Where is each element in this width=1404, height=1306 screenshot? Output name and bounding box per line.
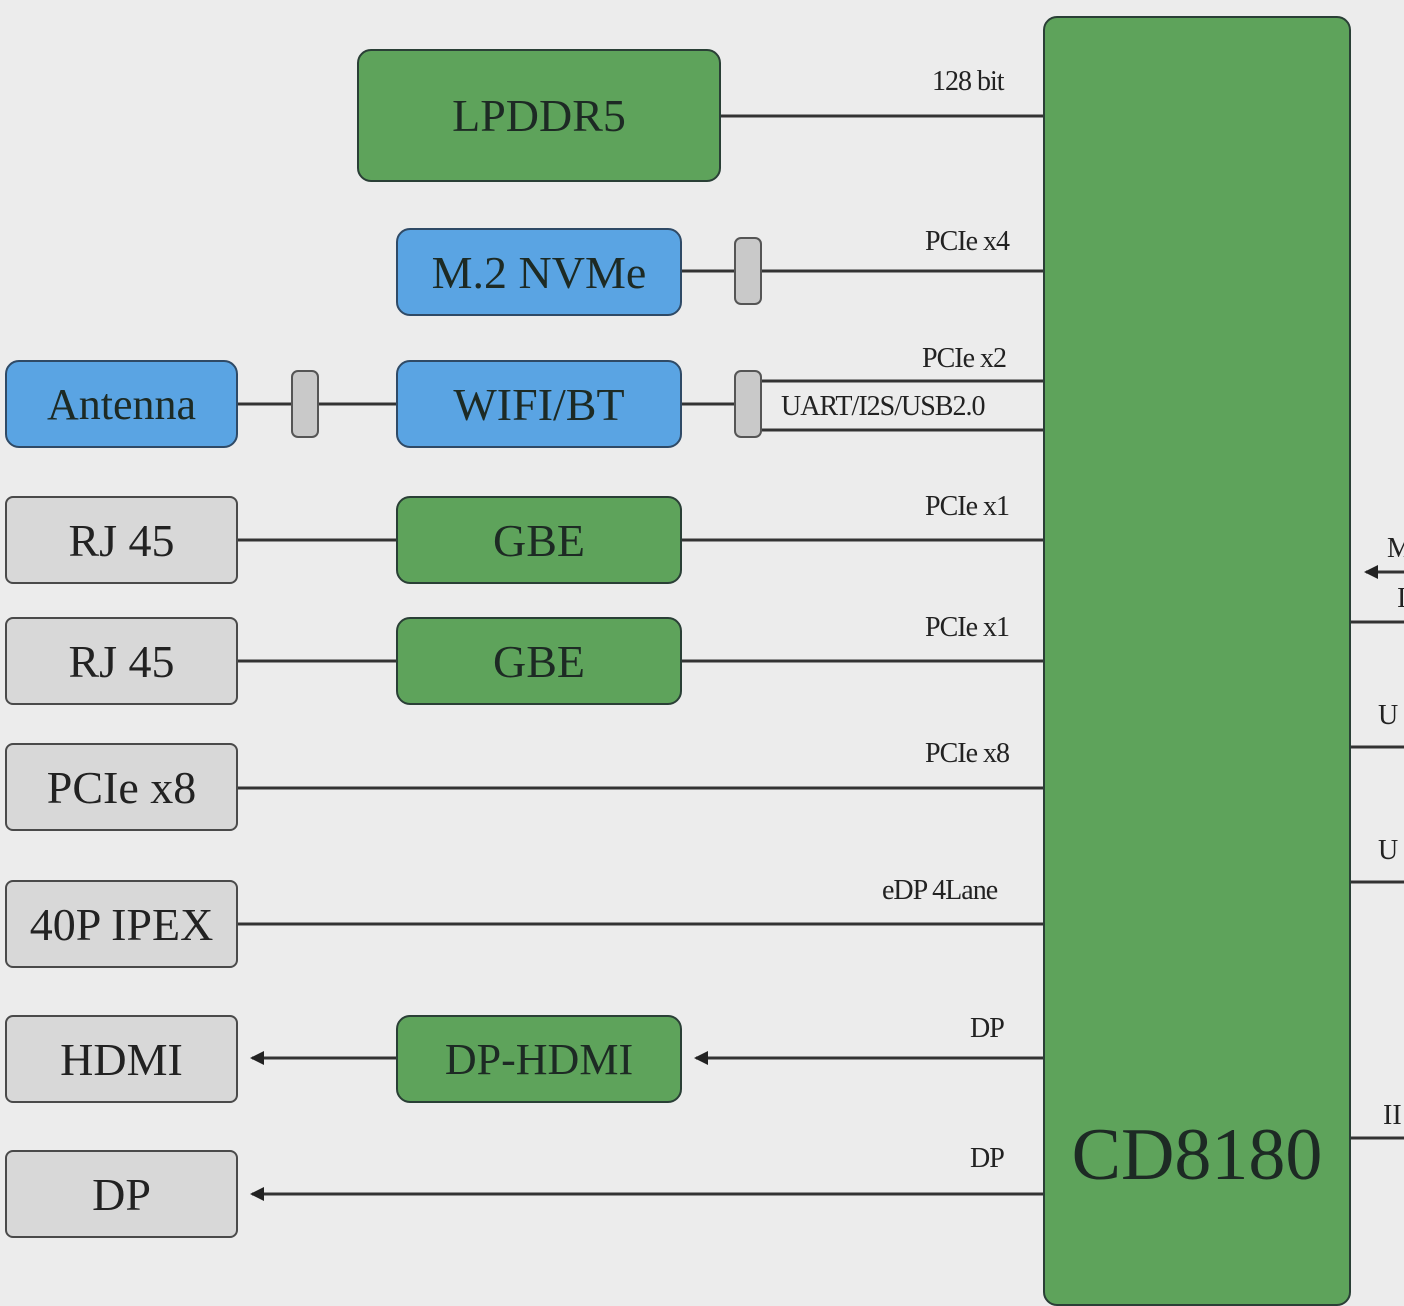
gbe-block-2: GBE <box>396 617 682 705</box>
link-label-gbe-1: PCIe x1 <box>925 491 1010 522</box>
antenna-block: Antenna <box>5 360 238 448</box>
link-label-dp-hdmi: DP <box>970 1013 1005 1044</box>
lpddr5-block: LPDDR5 <box>357 49 721 182</box>
link-label-wifi-pcie: PCIe x2 <box>922 343 1007 374</box>
m2-nvme-block: M.2 NVMe <box>396 228 682 316</box>
ipex-40p-connector: 40P IPEX <box>5 880 238 968</box>
nvme-connector <box>734 237 762 305</box>
right-label-4: U <box>1378 835 1399 866</box>
link-label-dp-port: DP <box>970 1143 1005 1174</box>
rj45-port-1: RJ 45 <box>5 496 238 584</box>
soc-label: CD8180 <box>1071 1114 1323 1196</box>
antenna-connector <box>291 370 319 438</box>
rj45-port-2: RJ 45 <box>5 617 238 705</box>
dp-port: DP <box>5 1150 238 1238</box>
right-label-1: M <box>1387 533 1404 564</box>
link-label-lpddr5: 128 bit <box>932 66 1005 97</box>
right-label-5: II <box>1383 1100 1402 1131</box>
pcie-x8-slot: PCIe x8 <box>5 743 238 831</box>
wifi-connector <box>734 370 762 438</box>
right-label-3: U <box>1378 700 1399 731</box>
link-label-wifi-uart: UART/I2S/USB2.0 <box>781 391 985 422</box>
gbe-block-1: GBE <box>396 496 682 584</box>
link-label-edp: eDP 4Lane <box>882 875 998 906</box>
soc-cd8180: CD8180 <box>1043 16 1351 1306</box>
wifi-bt-block: WIFI/BT <box>396 360 682 448</box>
link-label-pcie-slot: PCIe x8 <box>925 738 1010 769</box>
dp-hdmi-converter: DP-HDMI <box>396 1015 682 1103</box>
hdmi-port: HDMI <box>5 1015 238 1103</box>
link-label-gbe-2: PCIe x1 <box>925 612 1010 643</box>
link-label-nvme: PCIe x4 <box>925 226 1010 257</box>
right-label-2: I <box>1397 583 1404 614</box>
